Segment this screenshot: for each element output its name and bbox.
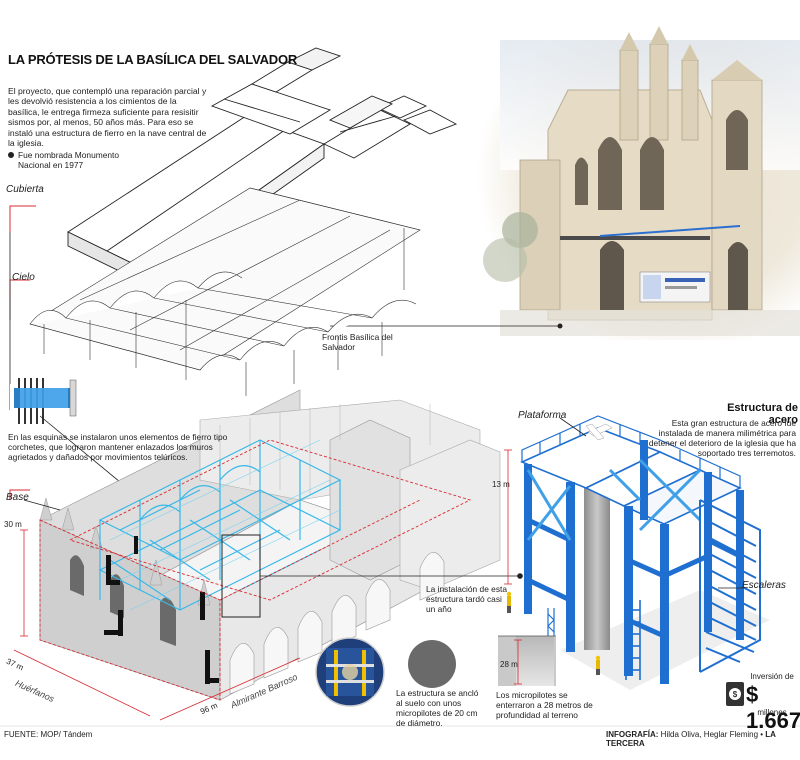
anchor-note: La estructura se ancló al suelo con unos… [396, 688, 479, 728]
investment-label: Inversión de [750, 672, 794, 681]
corchetes-note: En las esquinas se instalaron unos eleme… [8, 432, 228, 462]
monument-note-text: Fue nombrada Monumento Nacional en 1977 [18, 150, 120, 170]
svg-text:$: $ [733, 690, 738, 699]
ceiling-vaults-drawing [29, 187, 421, 396]
footer-brand: LA TERCERA [606, 730, 776, 748]
dim-height: 30 m [4, 520, 22, 529]
label-cubierta: Cubierta [6, 184, 44, 195]
interior-photo-circle [315, 637, 385, 707]
steel-title: Estructura de acero [727, 402, 798, 426]
installation-note: La instalación de esta estructura tardó … [426, 584, 508, 614]
bracket-corchete-icon [10, 378, 77, 424]
steel-tower-drawing [506, 415, 770, 690]
investment-amount: $ 1.667 [746, 682, 800, 733]
micropile-note: Los micropilotes se enterraron a 28 metr… [496, 690, 593, 720]
label-cielo: Cielo [12, 272, 35, 283]
intro-paragraph: El proyecto, que contempló una reparació… [8, 86, 207, 149]
steel-text: Esta gran estructura de acero fue instal… [648, 418, 796, 458]
money-icon: $ [726, 682, 744, 706]
dim-pile: 28 m [500, 660, 518, 669]
investment-unit: millones [757, 708, 787, 717]
corchete-brackets-church [104, 536, 219, 684]
footer-credit: INFOGRAFÍA: Hilda Oliva, Heglar Fleming … [606, 730, 800, 748]
page-title: LA PRÓTESIS DE LA BASÍLICA DEL SALVADOR [8, 52, 298, 67]
label-base: Base [6, 492, 29, 503]
label-escaleras: Escaleras [742, 580, 786, 591]
label-plataforma: Plataforma [518, 410, 567, 421]
label-frontis: Frontis Basílica del Salvador [322, 332, 393, 352]
dim-platform: 13 m [492, 480, 510, 489]
footer-credit-label: INFOGRAFÍA: [606, 730, 659, 739]
steel-structure-in-church [98, 439, 342, 611]
dimension-guides [39, 439, 472, 701]
footer-source: FUENTE: MOP/ Tándem [4, 730, 93, 739]
bullet-icon [8, 152, 14, 158]
footer-credit-names: Hilda Oliva, Heglar Fleming • [660, 730, 764, 739]
micropile-diagram [498, 635, 556, 686]
basilica-photo [470, 26, 800, 340]
monument-note: Fue nombrada Monumento Nacional en 1977 [8, 150, 128, 170]
micropile-section-circle [408, 640, 456, 688]
